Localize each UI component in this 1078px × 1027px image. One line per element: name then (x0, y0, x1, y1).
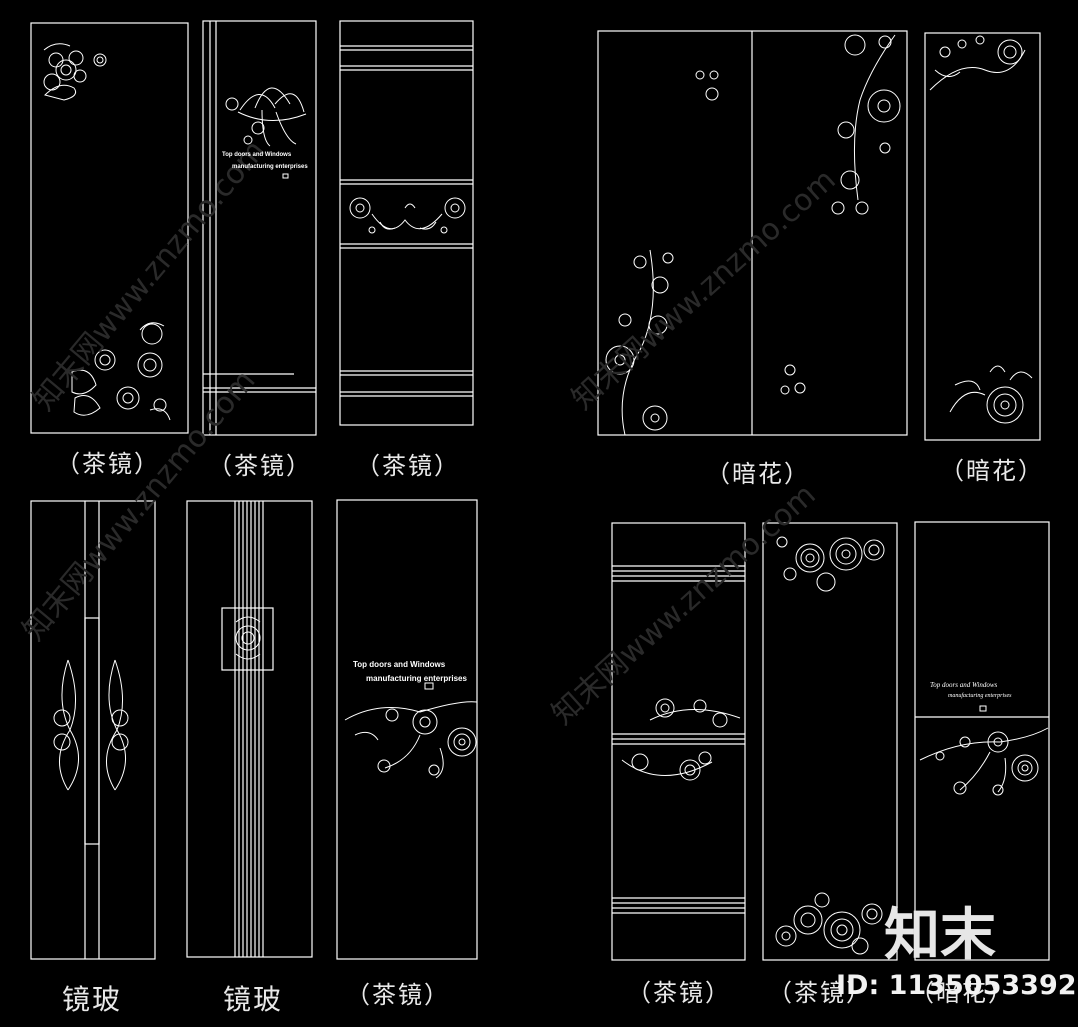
lotus-icon (225, 87, 307, 147)
scroll-ornament-icon (621, 698, 741, 781)
caption-panel-11: （暗花） (910, 979, 1014, 1007)
panel-11-text-line1: Top doors and Windows (930, 681, 998, 689)
brand-mark-icon (282, 173, 289, 179)
panel-6-frame (30, 500, 156, 960)
ornament-icon (235, 616, 261, 660)
panel-2-frame (202, 20, 317, 436)
panel-8-frame (336, 499, 478, 960)
blossom-icon (605, 34, 901, 436)
damask-ornament-icon (53, 659, 129, 791)
panel-3-frame (339, 20, 474, 426)
panel-8-text-line1: Top doors and Windows (353, 660, 446, 669)
caption-panel-9: （茶镜） (627, 979, 731, 1007)
panel-5-frame (924, 32, 1041, 441)
floral-ornaments (43, 34, 1049, 955)
caption-panel-3: （茶镜） (356, 452, 460, 480)
panel-2-text-line1: Top doors and Windows (222, 152, 292, 158)
swirl-ornament-icon (919, 727, 1049, 796)
caption-panel-4: （暗花） (706, 460, 810, 488)
panel-7-frame (186, 500, 313, 958)
flower-icon (71, 322, 171, 421)
brand-mark-icon (424, 682, 434, 690)
caption-panel-10: （茶镜） (768, 979, 872, 1007)
scroll-ornament-icon (929, 35, 1033, 424)
swirl-ornament-icon (344, 701, 478, 779)
caption-panel-6: 镜玻 (62, 983, 123, 1016)
panel-8-text-line2: manufacturing enterprises (366, 674, 467, 683)
brand-watermark: 知末 (884, 903, 996, 968)
caption-panel-2: （茶镜） (208, 452, 312, 480)
panel-11-text-line2: manufacturing enterprises (948, 693, 1012, 699)
caption-panel-5: （暗花） (940, 457, 1044, 485)
id-watermark: ID: 1135053392 (836, 970, 1077, 1001)
caption-panel-1: （茶镜） (56, 450, 160, 478)
caption-panel-7: 镜玻 (223, 983, 284, 1016)
brand-mark-icon (979, 705, 987, 712)
panel-2-text-line2: manufacturing enterprises (232, 164, 308, 170)
panel-9-frame (611, 522, 746, 961)
caption-panel-8: （茶镜） (346, 981, 450, 1009)
circle-flower-icon (775, 536, 885, 955)
panel-10-frame (762, 522, 898, 961)
scroll-ornament-icon (349, 197, 466, 234)
panel-1-frame (30, 22, 189, 434)
flower-icon (43, 43, 107, 101)
panel-11-frame (914, 521, 1050, 961)
